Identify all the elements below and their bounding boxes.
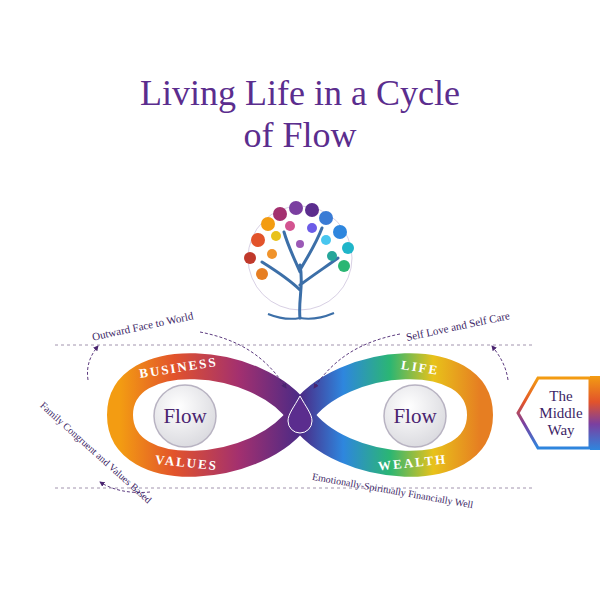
flow-circle: Flow (382, 383, 448, 449)
middle-way-tag: The Middle Way (516, 376, 600, 450)
tree-trunk (262, 228, 338, 318)
node-text: The Middle Way (530, 388, 592, 439)
circle-fill (154, 385, 216, 447)
guide-line (55, 345, 535, 346)
node-text: Flow (163, 405, 206, 428)
annotation: Emotionally-Spiritually Financially Well (311, 470, 474, 509)
tree-illustration (244, 201, 354, 319)
diagram-title: Living Life in a Cycle of Flow (140, 72, 460, 156)
circle-fill (384, 385, 446, 447)
water-drop (288, 396, 312, 433)
annotation: Self Love and Self Care (405, 309, 511, 343)
annotation: Outward Face to World (90, 309, 193, 342)
flow-circle: Flow (152, 383, 218, 449)
infinity-loop (120, 366, 480, 464)
pointer-arrow (87, 346, 98, 380)
pointer-arrow (492, 346, 508, 380)
node-text: Flow (393, 405, 436, 428)
pointer-arrow (314, 334, 400, 388)
tree-roots (268, 313, 334, 319)
tag-edge (590, 376, 600, 450)
tree-leaves (244, 201, 354, 280)
